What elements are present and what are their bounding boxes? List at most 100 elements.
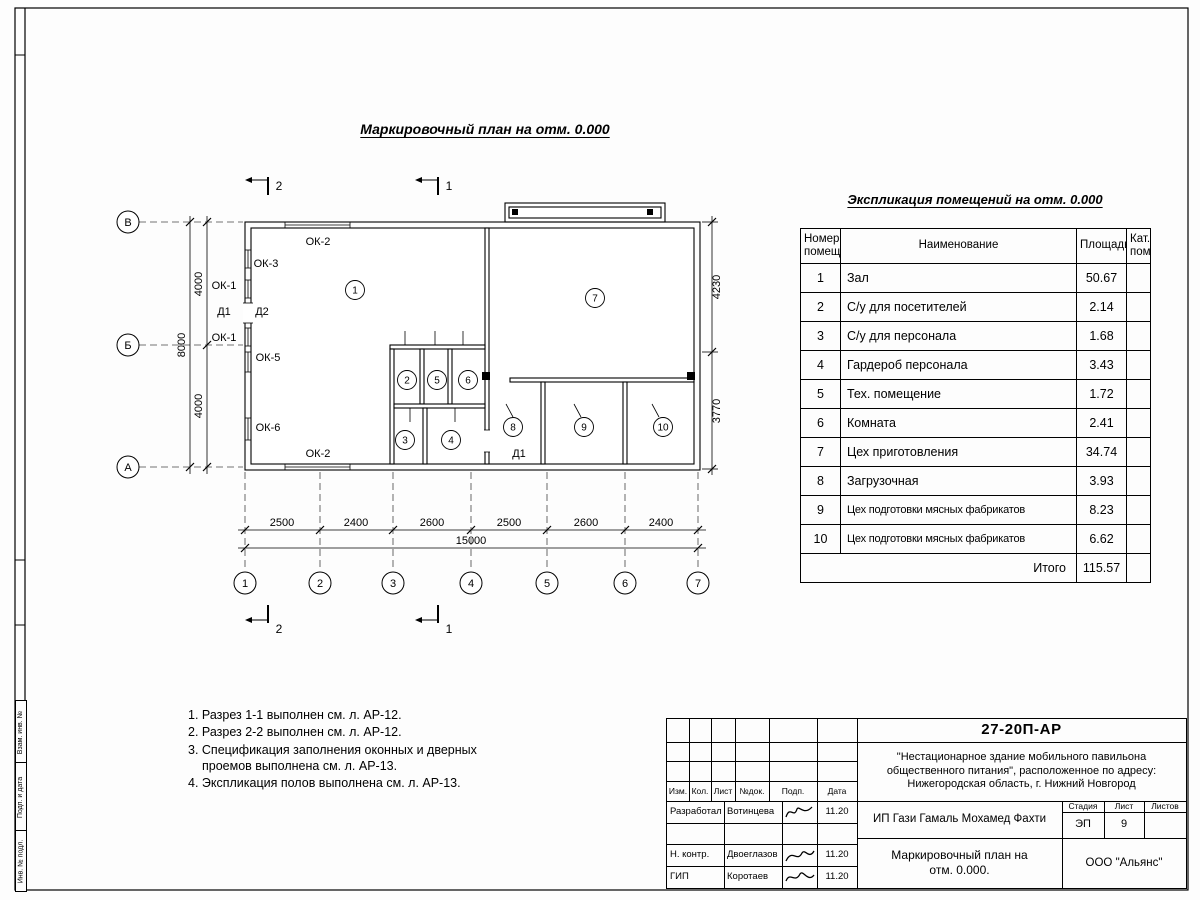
dim-label: 2400: [344, 517, 368, 529]
signature-icon: [782, 844, 817, 866]
room-num: 3: [800, 321, 841, 351]
room-number: 5: [434, 376, 440, 387]
room-cat: [1126, 321, 1151, 351]
dim-label: 4000: [193, 272, 205, 296]
room-number: 10: [657, 423, 669, 434]
dim-label: 4000: [193, 394, 205, 418]
stage-header: Стадия: [1068, 801, 1098, 812]
margin-label: Инв. № подл.: [17, 839, 25, 883]
table-header-row: Номер помещ. Наименование Площадь Кат. п…: [800, 228, 1151, 264]
room-number: 2: [404, 376, 410, 387]
dim-label: 2600: [420, 517, 444, 529]
window-mark: ОК-6: [256, 422, 281, 434]
sign-role: Н. контр.: [670, 849, 710, 861]
room-area: 2.14: [1076, 292, 1127, 322]
total-value: 115.57: [1076, 553, 1127, 583]
room-number: 9: [581, 423, 587, 434]
room-name: Цех подготовки мясных фабрикатов: [840, 495, 1077, 525]
room-num: 4: [800, 350, 841, 380]
room-number: 4: [448, 436, 454, 447]
section-number: 1: [446, 179, 453, 193]
axis-number: 5: [544, 578, 550, 590]
dim-total-left-label: 8000: [176, 333, 188, 357]
col-header-name: Наименование: [840, 228, 1077, 264]
room-num: 2: [800, 292, 841, 322]
grid-axis-bubbles: 1 2 3 4 5 6 7 В Б А: [116, 210, 710, 595]
explication-title: Экспликация помещений на отм. 0.000: [847, 192, 1103, 207]
room-num: 1: [800, 263, 841, 293]
sign-name: Двоеглазов: [727, 849, 778, 861]
room-cat: [1126, 466, 1151, 496]
col-header-area: Площадь: [1076, 228, 1127, 264]
dim-label: 2400: [649, 517, 673, 529]
window-mark: ОК-2: [306, 236, 331, 248]
dim-label: 3770: [711, 399, 723, 423]
room-area: 50.67: [1076, 263, 1127, 293]
sign-role: Разработал: [670, 806, 722, 818]
axis-number: 6: [622, 578, 628, 590]
explication-table: Номер помещ. Наименование Площадь Кат. п…: [800, 228, 1151, 583]
sheet-header: Лист: [1114, 801, 1134, 812]
col-header-cat: Кат. пом.: [1126, 228, 1151, 264]
window-mark: ОК-5: [256, 352, 281, 364]
room-cat: [1126, 379, 1151, 409]
dim-label: 4230: [711, 275, 723, 299]
axis-number: 1: [242, 578, 248, 590]
room-cat: [1126, 437, 1151, 467]
col-header-num: Номер помещ.: [800, 228, 841, 264]
col-kol: Кол.: [691, 785, 709, 796]
opening-marks: ОК-2 ОК-3 ОК-1 Д1 Д2 ОК-1 ОК-5 ОК-6 ОК-2…: [212, 236, 526, 460]
room-cat: [1126, 495, 1151, 525]
section-marks: 2 1 2 1: [245, 177, 453, 636]
door-mark: Д1: [512, 448, 526, 460]
signature-icon: [782, 866, 817, 888]
dim-label: 2500: [497, 517, 521, 529]
sign-date: 11.20: [825, 871, 849, 883]
project-description: "Нестационарное здание мобильного павиль…: [886, 750, 1157, 791]
sheets-header: Листов: [1151, 801, 1179, 812]
axis-letter: Б: [124, 340, 131, 352]
sheet-value: 9: [1120, 818, 1128, 831]
room-area: 3.93: [1076, 466, 1127, 496]
axis-letter: А: [124, 462, 132, 474]
sign-date: 11.20: [825, 849, 849, 861]
note-line: 1. Разрез 1-1 выполнен см. л. АР-12.: [188, 708, 402, 722]
col-data: Дата: [827, 785, 847, 796]
room-numbers: 1 7 2 5 6 3 4 8 9 10: [345, 280, 673, 450]
room-area: 34.74: [1076, 437, 1127, 467]
room-area: 1.72: [1076, 379, 1127, 409]
window-mark: ОК-2: [306, 448, 331, 460]
room-area: 1.68: [1076, 321, 1127, 351]
col-izm: Изм.: [668, 785, 688, 796]
room-num: 6: [800, 408, 841, 438]
sign-name: Вотинцева: [727, 806, 775, 818]
table-total-row: Итого 115.57: [800, 553, 1151, 583]
dim-total-label: 15000: [456, 535, 487, 547]
room-num: 9: [800, 495, 841, 525]
room-num: 7: [800, 437, 841, 467]
margin-box-vzam: Взам. инв. №: [15, 700, 27, 764]
room-name: Зал: [840, 263, 1077, 293]
company-name: ООО "Альянс": [1085, 856, 1163, 869]
axis-number: 3: [390, 578, 396, 590]
room-area: 6.62: [1076, 524, 1127, 554]
room-name: Комната: [840, 408, 1077, 438]
room-name: Загрузочная: [840, 466, 1077, 496]
room-number: 6: [465, 376, 471, 387]
room-num: 10: [800, 524, 841, 554]
room-name: Цех подготовки мясных фабрикатов: [840, 524, 1077, 554]
note-line: 4. Экспликация полов выполнена см. л. АР…: [188, 776, 461, 790]
room-name: С/у для персонала: [840, 321, 1077, 351]
client-name: ИП Гази Гамаль Мохамед Фахти: [872, 813, 1047, 826]
signature-icon: [782, 801, 817, 823]
sign-role: ГИП: [670, 871, 689, 883]
room-cat: [1126, 263, 1151, 293]
openings: [243, 222, 660, 470]
